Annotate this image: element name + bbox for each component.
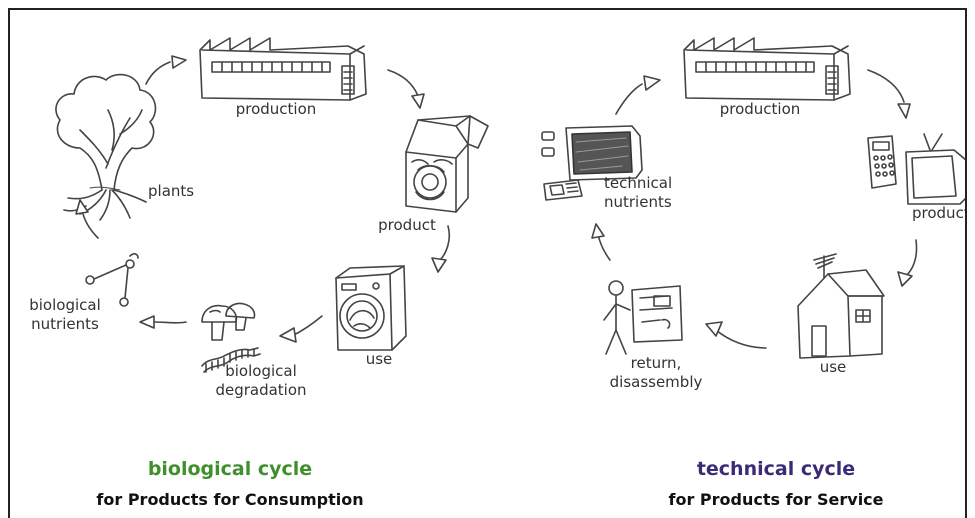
molecule-icon <box>85 253 139 307</box>
components-icon <box>541 125 643 201</box>
diagram-frame: production product use biological degrad… <box>8 8 967 518</box>
tech-return-label: return, disassembly <box>609 354 703 391</box>
washing-machine-icon <box>335 265 407 351</box>
factory-icon <box>683 37 851 101</box>
bio-use-label: use <box>365 350 393 368</box>
tech-cycle-subtitle: for Products for Service <box>668 490 884 509</box>
bio-product-label: product <box>378 216 436 234</box>
tech-production-label: production <box>719 100 801 118</box>
mushroom-icon <box>201 302 256 341</box>
cycle-illustration <box>55 37 965 373</box>
tech-cycle-title: technical cycle <box>696 458 856 480</box>
tech-nutrients-label: technical nutrients <box>604 174 673 211</box>
bio-plants-label: plants <box>148 182 195 200</box>
bio-cycle-title: biological cycle <box>147 458 313 480</box>
person-icon <box>603 280 683 355</box>
product-box-icon <box>405 115 489 213</box>
tech-product-label: product <box>912 204 967 222</box>
bio-nutrients-label: biological nutrients <box>29 296 101 333</box>
bio-arrows <box>75 55 451 343</box>
tech-use-label: use <box>819 358 847 376</box>
calculator-icon <box>867 135 897 189</box>
bio-production-label: production <box>235 100 317 118</box>
house-icon <box>797 253 885 359</box>
bio-degradation-label: biological degradation <box>215 362 307 399</box>
tree-icon <box>55 73 157 221</box>
worm-icon <box>201 347 261 373</box>
bio-cycle-subtitle: for Products for Consumption <box>96 490 364 509</box>
factory-icon <box>199 37 367 101</box>
television-icon <box>905 133 965 205</box>
tech-arrows <box>591 69 918 349</box>
